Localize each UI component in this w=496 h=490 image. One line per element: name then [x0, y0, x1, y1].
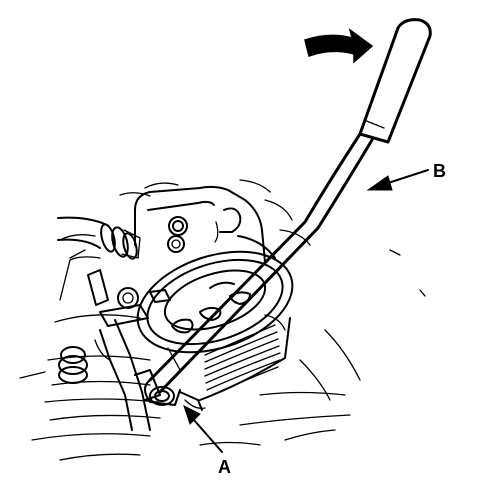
compressor-body — [134, 185, 276, 263]
compressor-fins — [199, 314, 291, 401]
callout-label-b: B — [433, 161, 446, 181]
clutch-pulley — [136, 250, 294, 371]
callout-label-a: A — [218, 457, 231, 477]
leader-b — [366, 169, 429, 191]
mounting-bracket — [58, 269, 171, 431]
engine-background — [19, 179, 426, 461]
tool-handle — [148, 18, 432, 394]
rotation-arrow-icon — [304, 28, 374, 64]
hose — [57, 216, 141, 260]
tool-socket — [144, 379, 206, 411]
leader-a — [183, 405, 223, 453]
